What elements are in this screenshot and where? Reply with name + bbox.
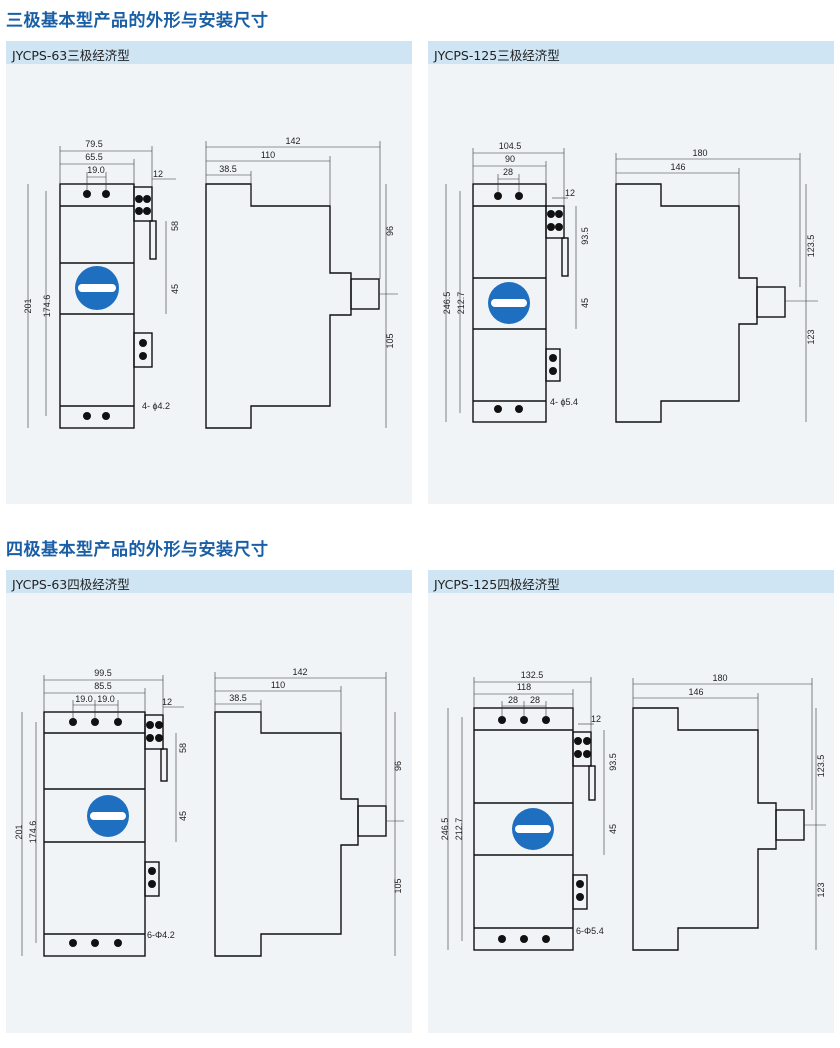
dim-terminal: 12 bbox=[162, 697, 172, 707]
dim-pitch-1: 28 bbox=[508, 695, 518, 705]
panel-header: JYCPS-63三极经济型 bbox=[6, 41, 412, 64]
dim-terminal: 12 bbox=[153, 169, 163, 179]
dimension-drawing-jycps63-4pole: 99.5 85.5 19.0 19.0 12 58 45 201 174.6 6… bbox=[14, 667, 404, 957]
dim-height-inner: 212.7 bbox=[454, 818, 464, 841]
terminal-block-bottom bbox=[133, 332, 153, 368]
dim-lower: 123 bbox=[816, 882, 826, 897]
panel-jycps63-4pole: JYCPS-63四极经济型 99. bbox=[6, 570, 412, 1033]
front-body bbox=[472, 183, 547, 423]
terminal-block-top bbox=[572, 731, 592, 767]
front-body bbox=[473, 707, 574, 951]
dim-depth-mid: 146 bbox=[670, 162, 685, 172]
dim-height-inner: 212.7 bbox=[456, 292, 466, 315]
section-title-4pole: 四极基本型产品的外形与安装尺寸 bbox=[6, 540, 269, 560]
dim-h1: 93.5 bbox=[580, 227, 590, 245]
dim-mount-holes: 6-Φ4.2 bbox=[147, 930, 175, 940]
dim-upper: 96 bbox=[393, 761, 403, 771]
dim-pitch-1: 19.0 bbox=[75, 694, 93, 704]
dim-terminal: 12 bbox=[591, 714, 601, 724]
dim-mount-holes: 4- ϕ5.4 bbox=[550, 397, 578, 407]
dim-width-total: 104.5 bbox=[499, 141, 522, 151]
front-body bbox=[43, 711, 146, 957]
dim-depth-front: 38.5 bbox=[219, 164, 237, 174]
section-title-3pole: 三极基本型产品的外形与安装尺寸 bbox=[6, 11, 269, 31]
dim-height-inner: 174.6 bbox=[28, 821, 38, 844]
dim-width-mid: 65.5 bbox=[85, 152, 103, 162]
panel-label: JYCPS-63四极经济型 bbox=[12, 577, 130, 592]
front-body bbox=[59, 183, 135, 429]
dim-depth-mid: 110 bbox=[261, 150, 275, 160]
dim-pitch: 19.0 bbox=[87, 165, 105, 175]
panel-jycps125-3pole: JYCPS-125三极经济型 10 bbox=[428, 41, 834, 504]
dim-h2: 45 bbox=[178, 811, 188, 821]
dim-height-outer: 201 bbox=[14, 824, 24, 839]
side-profile bbox=[205, 183, 380, 429]
dim-pitch: 28 bbox=[503, 167, 513, 177]
terminal-block-bottom bbox=[144, 861, 160, 897]
side-profile bbox=[214, 711, 387, 957]
dim-width-mid: 90 bbox=[505, 154, 515, 164]
dim-h1: 93.5 bbox=[608, 753, 618, 771]
dim-depth-mid: 146 bbox=[688, 687, 703, 697]
dim-upper: 123.5 bbox=[816, 755, 826, 778]
dim-terminal: 12 bbox=[565, 188, 575, 198]
panel-header: JYCPS-125三极经济型 bbox=[428, 41, 834, 64]
panel-label: JYCPS-125四极经济型 bbox=[434, 577, 560, 592]
dim-pitch-2: 19.0 bbox=[97, 694, 115, 704]
panel-header: JYCPS-63四极经济型 bbox=[6, 570, 412, 593]
dimension-drawing-jycps125-4pole: 132.5 118 28 28 12 93.5 45 246.5 212.7 6… bbox=[440, 670, 826, 951]
terminal-block-bottom bbox=[545, 348, 561, 382]
dim-depth-total: 180 bbox=[712, 673, 727, 683]
dim-width-total: 99.5 bbox=[94, 668, 112, 678]
dim-width-total: 79.5 bbox=[85, 139, 103, 149]
dim-width-total: 132.5 bbox=[521, 670, 544, 680]
terminal-block-top bbox=[133, 186, 153, 222]
dim-h1: 58 bbox=[170, 221, 180, 231]
dimension-drawing-jycps63-3pole: 79.5 65.5 19.0 12 58 45 201 174.6 4- ϕ4.… bbox=[23, 136, 398, 429]
dimension-drawing-jycps125-3pole: 104.5 90 28 12 93.5 45 246.5 212.7 4- ϕ5… bbox=[442, 141, 818, 423]
dim-depth-front: 38.5 bbox=[229, 693, 247, 703]
terminal-block-bottom bbox=[572, 874, 588, 910]
dim-mount-holes: 4- ϕ4.2 bbox=[142, 401, 170, 411]
dim-depth-total: 142 bbox=[285, 136, 300, 146]
terminal-block-top bbox=[144, 714, 164, 750]
dim-mount-holes: 6-Φ5.4 bbox=[576, 926, 604, 936]
dim-lower: 105 bbox=[385, 333, 395, 348]
side-profile bbox=[632, 707, 805, 951]
panel-label: JYCPS-125三极经济型 bbox=[434, 48, 560, 63]
dim-width-mid: 85.5 bbox=[94, 681, 112, 691]
dim-h2: 45 bbox=[170, 284, 180, 294]
dim-depth-mid: 110 bbox=[271, 680, 285, 690]
dim-width-mid: 118 bbox=[517, 682, 531, 692]
panel-label: JYCPS-63三极经济型 bbox=[12, 48, 130, 63]
dim-pitch-2: 28 bbox=[530, 695, 540, 705]
dim-height-inner: 174.6 bbox=[42, 295, 52, 318]
dim-depth-total: 180 bbox=[692, 148, 707, 158]
panel-header: JYCPS-125四极经济型 bbox=[428, 570, 834, 593]
dim-depth-total: 142 bbox=[292, 667, 307, 677]
side-profile bbox=[615, 183, 786, 423]
dim-lower: 123 bbox=[806, 329, 816, 344]
dim-height-outer: 201 bbox=[23, 298, 33, 313]
dim-upper: 123.5 bbox=[806, 235, 816, 258]
panel-jycps125-4pole: JYCPS-125四极经济型 13 bbox=[428, 570, 834, 1033]
panel-jycps63-3pole: JYCPS-63三极经济型 79. bbox=[6, 41, 412, 504]
dim-lower: 105 bbox=[393, 878, 403, 893]
dim-height-outer: 246.5 bbox=[440, 818, 450, 841]
dim-h2: 45 bbox=[580, 298, 590, 308]
dim-height-outer: 246.5 bbox=[442, 292, 452, 315]
dim-h2: 45 bbox=[608, 824, 618, 834]
dim-upper: 96 bbox=[385, 226, 395, 236]
dim-h1: 58 bbox=[178, 743, 188, 753]
terminal-block-top bbox=[545, 205, 565, 239]
